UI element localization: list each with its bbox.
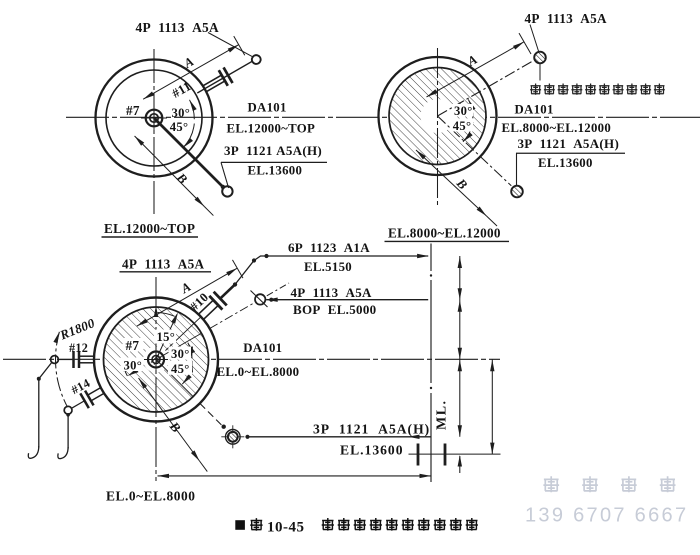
svg-text:4P 1113 A5A: 4P 1113 A5A <box>525 11 607 26</box>
svg-text:4P 1113 A5A: 4P 1113 A5A <box>291 285 372 300</box>
svg-text:DA101: DA101 <box>248 100 287 114</box>
svg-text:#7: #7 <box>126 103 140 118</box>
svg-text:30°: 30° <box>171 347 190 361</box>
svg-text:10-45: 10-45 <box>267 520 305 536</box>
svg-text:EL.13600: EL.13600 <box>248 164 303 178</box>
svg-text:BOP EL.5000: BOP EL.5000 <box>293 302 376 317</box>
svg-text:3P 1121 A5A(H): 3P 1121 A5A(H) <box>224 143 322 158</box>
svg-text:3P 1121 A5A(H): 3P 1121 A5A(H) <box>518 136 620 151</box>
svg-text:15°: 15° <box>157 330 176 344</box>
svg-text:EL.8000~EL.12000: EL.8000~EL.12000 <box>502 121 612 135</box>
svg-text:EL.12000~TOP: EL.12000~TOP <box>104 221 195 236</box>
svg-text:EL.5150: EL.5150 <box>304 260 352 274</box>
svg-text:45°: 45° <box>170 120 189 134</box>
svg-text:EL.13600: EL.13600 <box>538 156 593 170</box>
svg-text:45°: 45° <box>171 362 190 376</box>
svg-text:4P 1113 A5A: 4P 1113 A5A <box>136 20 220 35</box>
svg-text:6P 1123 A1A: 6P 1123 A1A <box>288 240 370 255</box>
svg-text:#12: #12 <box>69 341 88 355</box>
svg-text:EL.0~EL.8000: EL.0~EL.8000 <box>217 365 300 379</box>
svg-text:45°: 45° <box>453 119 472 133</box>
svg-text:DA101: DA101 <box>515 102 554 116</box>
svg-text:30°: 30° <box>124 358 143 372</box>
svg-text:EL.0~EL.8000: EL.0~EL.8000 <box>106 489 195 504</box>
svg-text:DA101: DA101 <box>243 341 282 355</box>
svg-text:EL.13600: EL.13600 <box>340 442 404 457</box>
svg-text:#7: #7 <box>126 338 140 353</box>
svg-text:3P 1121 A5A(H): 3P 1121 A5A(H) <box>313 422 430 438</box>
svg-text:139 6707 6667: 139 6707 6667 <box>525 505 688 527</box>
svg-text:EL.8000~EL.12000: EL.8000~EL.12000 <box>388 226 501 241</box>
svg-text:ML.: ML. <box>435 399 450 430</box>
svg-text:EL.12000~TOP: EL.12000~TOP <box>227 122 316 136</box>
svg-text:4P 1113 A5A: 4P 1113 A5A <box>122 256 204 271</box>
svg-text:30°: 30° <box>454 104 473 118</box>
svg-text:30°: 30° <box>172 106 191 120</box>
